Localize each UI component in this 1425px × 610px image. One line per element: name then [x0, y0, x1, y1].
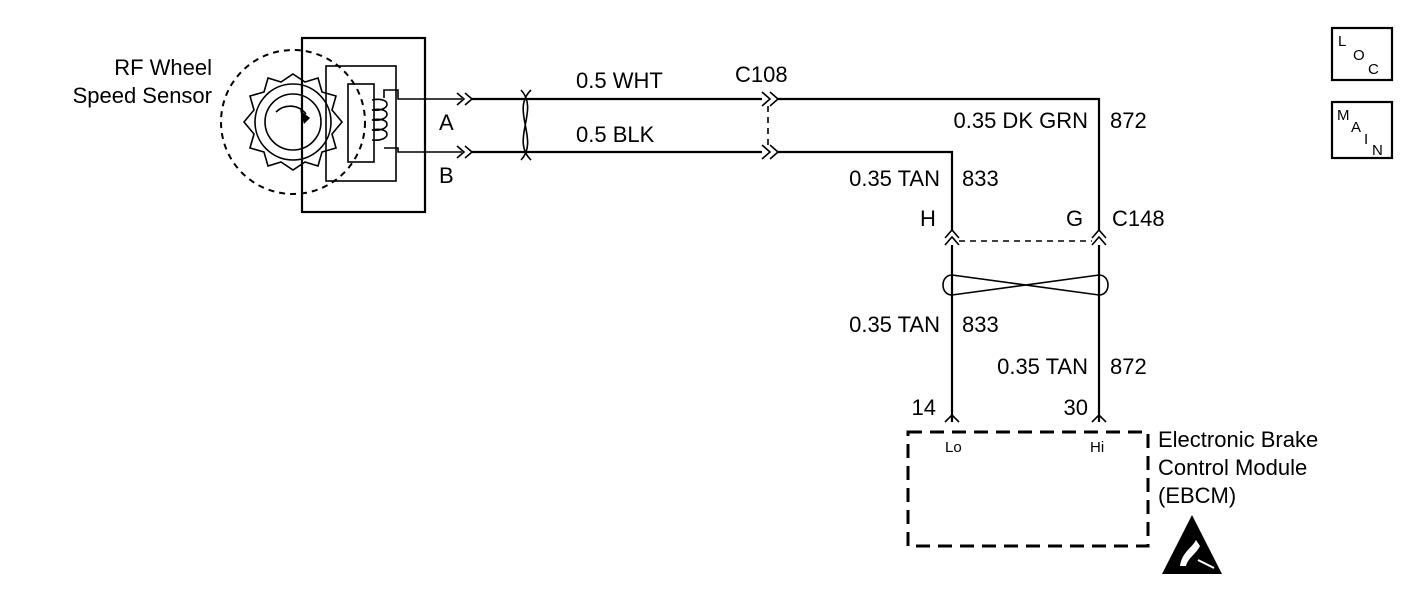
connector-c148-group: H G C148 — [920, 206, 1165, 246]
sensor-magnet — [325, 65, 397, 182]
connector-c108: C108 — [735, 62, 788, 87]
connector-c148: C148 — [1112, 206, 1165, 231]
ebcm-name-line2: Control Module — [1158, 455, 1307, 480]
wire-circuit-833-upper: 833 — [962, 166, 999, 191]
wheel-hub-inner — [264, 93, 322, 151]
toothed-wheel — [242, 73, 344, 171]
ebcm-module: Lo Hi Electronic Brake Control Module (E… — [906, 427, 1318, 574]
wire-label-dk-grn: 0.35 DK GRN — [954, 108, 1089, 133]
ebcm-name-line1: Electronic Brake — [1158, 427, 1318, 452]
wire-label-blk: 0.5 BLK — [576, 122, 655, 147]
rotation-arrowhead — [300, 110, 310, 124]
wire-label-wht: 0.5 WHT — [576, 68, 663, 93]
sensor-housing — [300, 36, 427, 214]
tone-ring-outline — [220, 49, 366, 195]
wire-label-tan-833-lower: 0.35 TAN — [849, 312, 940, 337]
sensor-pin-a: A — [439, 110, 454, 135]
harness-wires: 0.5 WHT 0.5 BLK C108 0.35 DK GRN 872 0.3… — [472, 62, 1147, 230]
loc-letter-o: O — [1353, 47, 1365, 64]
lead-b — [384, 147, 462, 153]
sensor-pin-b: B — [439, 163, 454, 188]
module-wires: 0.35 TAN 833 0.35 TAN 872 14 30 — [849, 245, 1147, 423]
module-chevron-14 — [944, 413, 960, 423]
c148-chevron-h — [944, 228, 960, 246]
ebcm-name-line3: (EBCM) — [1158, 483, 1236, 508]
c108-chevron-top — [761, 91, 780, 107]
twisted-pair-crossover-icon — [942, 274, 1109, 296]
main-letter-i: I — [1364, 131, 1368, 148]
wire-label-tan-833-upper: 0.35 TAN — [849, 166, 940, 191]
ebcm-outline — [906, 430, 1150, 548]
loc-button[interactable]: L O C — [1330, 26, 1394, 82]
module-pin-14: 14 — [912, 395, 936, 420]
wire-dk-grn — [778, 97, 1101, 230]
wire-tan-833-upper — [778, 150, 954, 230]
connector-pin-h: H — [920, 206, 936, 231]
lead-a — [383, 89, 462, 100]
sensor-core — [347, 83, 375, 163]
ebcm-pin-lo: Lo — [945, 439, 962, 456]
main-letter-m: M — [1337, 107, 1350, 124]
module-chevron-30 — [1091, 413, 1107, 423]
sensor-name-line2: Speed Sensor — [73, 83, 212, 108]
main-letter-n: N — [1372, 142, 1383, 159]
connector-pin-g: G — [1066, 206, 1083, 231]
loc-letter-c: C — [1368, 61, 1379, 78]
rf-wheel-speed-sensor: RF Wheel Speed Sensor A B — [73, 36, 474, 214]
wire-circuit-872-upper: 872 — [1110, 108, 1147, 133]
wheel-hub-outer — [254, 83, 332, 161]
sensor-coil-icon — [371, 98, 388, 141]
loc-letter-l: L — [1338, 33, 1346, 50]
c148-chevron-g — [1091, 228, 1107, 246]
wire-label-tan-872-lower: 0.35 TAN — [997, 354, 1088, 379]
esd-warning-icon — [1162, 515, 1222, 574]
twisted-pair-icon — [520, 89, 532, 161]
wire-circuit-833-lower: 833 — [962, 312, 999, 337]
wire-circuit-872-lower: 872 — [1110, 354, 1147, 379]
module-pin-30: 30 — [1064, 395, 1088, 420]
rotation-arrow-icon — [275, 105, 307, 115]
main-letter-a: A — [1351, 119, 1361, 136]
c108-chevron-bottom — [761, 144, 780, 160]
main-button[interactable]: M A I N — [1330, 100, 1394, 160]
sensor-name-line1: RF Wheel — [114, 55, 212, 80]
ebcm-pin-hi: Hi — [1090, 439, 1104, 456]
